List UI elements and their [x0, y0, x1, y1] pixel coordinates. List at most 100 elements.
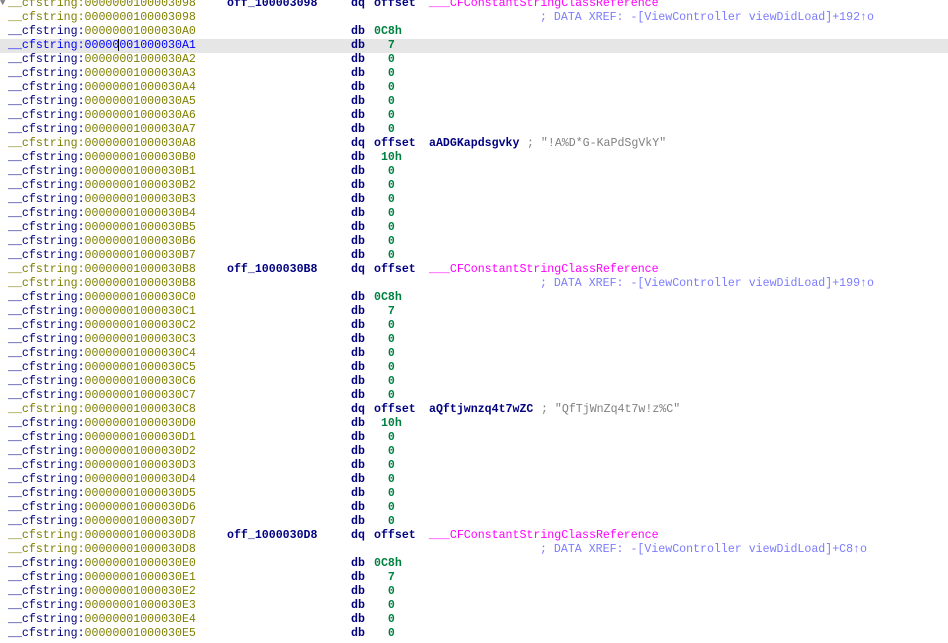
data-xref-comment[interactable]: ; DATA XREF: -[ViewController viewDidLoa…	[540, 11, 874, 24]
line-address[interactable]: __cfstring:00000001000030E4	[8, 613, 196, 627]
line-address[interactable]: __cfstring:00000001000030D0	[8, 417, 196, 431]
line-address[interactable]: __cfstring:00000001000030D7	[8, 515, 196, 529]
symbol-reference[interactable]: ___CFConstantStringClassReference	[429, 263, 659, 276]
line-address[interactable]: __cfstring:00000001000030C1	[8, 305, 196, 319]
code-label[interactable]: off_100003098	[227, 0, 318, 10]
line-address[interactable]: __cfstring:00000001000030B4	[8, 207, 196, 221]
data-xref-comment[interactable]: ; DATA XREF: -[ViewController viewDidLoa…	[540, 277, 874, 290]
line-address[interactable]: __cfstring:00000001000030C6	[8, 375, 196, 389]
line-address[interactable]: __cfstring:00000001000030B1	[8, 165, 196, 179]
line-address[interactable]: __cfstring:00000001000030C3	[8, 333, 196, 347]
listing-line[interactable]: __cfstring:00000001000030B8 off_1000030B8…	[0, 263, 948, 277]
line-address[interactable]: __cfstring:00000001000030A4	[8, 81, 196, 95]
code-label[interactable]: off_1000030B8	[227, 263, 318, 276]
line-address[interactable]: __cfstring:00000001000030C2	[8, 319, 196, 333]
string-reference[interactable]: aQftjwnzq4t7wZC	[429, 403, 534, 416]
line-address[interactable]: __cfstring:00000001000030D1	[8, 431, 196, 445]
line-address[interactable]: __cfstring:00000001000030D2	[8, 445, 196, 459]
line-address[interactable]: __cfstring:00000001000030A0	[8, 25, 196, 39]
line-address[interactable]: __cfstring:00000001000030C5	[8, 361, 196, 375]
line-address[interactable]: __cfstring:00000001000030B7	[8, 249, 196, 263]
line-address[interactable]: __cfstring:0000000100003098	[8, 11, 196, 25]
symbol-reference[interactable]: ___CFConstantStringClassReference	[429, 529, 659, 542]
line-address[interactable]: __cfstring:00000001000030D3	[8, 459, 196, 473]
symbol-reference[interactable]: ___CFConstantStringClassReference	[429, 0, 659, 10]
line-address[interactable]: __cfstring:00000001000030B3	[8, 193, 196, 207]
collapse-arrow-icon[interactable]: ▼	[0, 0, 6, 8]
line-address[interactable]: __cfstring:00000001000030E3	[8, 599, 196, 613]
line-address[interactable]: __cfstring:00000001000030A7	[8, 123, 196, 137]
line-address[interactable]: __cfstring:00000001000030B5	[8, 221, 196, 235]
listing-line[interactable]: __cfstring:00000001000030D8 ; DATA XREF: …	[0, 543, 948, 557]
code-label[interactable]: off_1000030D8	[227, 529, 318, 542]
line-address[interactable]: __cfstring:00000001000030B6	[8, 235, 196, 249]
line-address[interactable]: __cfstring:00000001000030C4	[8, 347, 196, 361]
line-address[interactable]: __cfstring:00000001000030D8	[8, 543, 196, 557]
line-address[interactable]: __cfstring:00000001000030A5	[8, 95, 196, 109]
line-address[interactable]: __cfstring:00000001000030E0	[8, 557, 196, 571]
line-address[interactable]: __cfstring:00000001000030B0	[8, 151, 196, 165]
line-address[interactable]: __cfstring:00000001000030B8	[8, 277, 196, 291]
line-address[interactable]: __cfstring:00000001000030C8	[8, 403, 196, 417]
line-address[interactable]: __cfstring:00000001000030D6	[8, 501, 196, 515]
line-address[interactable]: __cfstring:00000001000030E2	[8, 585, 196, 599]
line-address[interactable]: __cfstring:00000001000030A1	[8, 39, 196, 53]
line-address[interactable]: __cfstring:00000001000030E1	[8, 571, 196, 585]
line-address[interactable]: __cfstring:00000001000030C0	[8, 291, 196, 305]
line-address[interactable]: __cfstring:00000001000030A3	[8, 67, 196, 81]
line-address[interactable]: __cfstring:00000001000030B8	[8, 263, 196, 277]
data-xref-comment[interactable]: ; DATA XREF: -[ViewController viewDidLoa…	[540, 543, 867, 556]
line-address[interactable]: __cfstring:00000001000030B2	[8, 179, 196, 193]
line-address[interactable]: __cfstring:00000001000030E5	[8, 627, 196, 641]
line-address[interactable]: __cfstring:0000000100003098	[8, 0, 196, 11]
string-reference[interactable]: aADGKapdsgvky	[429, 137, 520, 150]
listing-line[interactable]: ▼__cfstring:0000000100003098 off_10000309…	[0, 0, 948, 11]
line-address[interactable]: __cfstring:00000001000030A2	[8, 53, 196, 67]
line-address[interactable]: __cfstring:00000001000030A8	[8, 137, 196, 151]
line-address[interactable]: __cfstring:00000001000030A6	[8, 109, 196, 123]
